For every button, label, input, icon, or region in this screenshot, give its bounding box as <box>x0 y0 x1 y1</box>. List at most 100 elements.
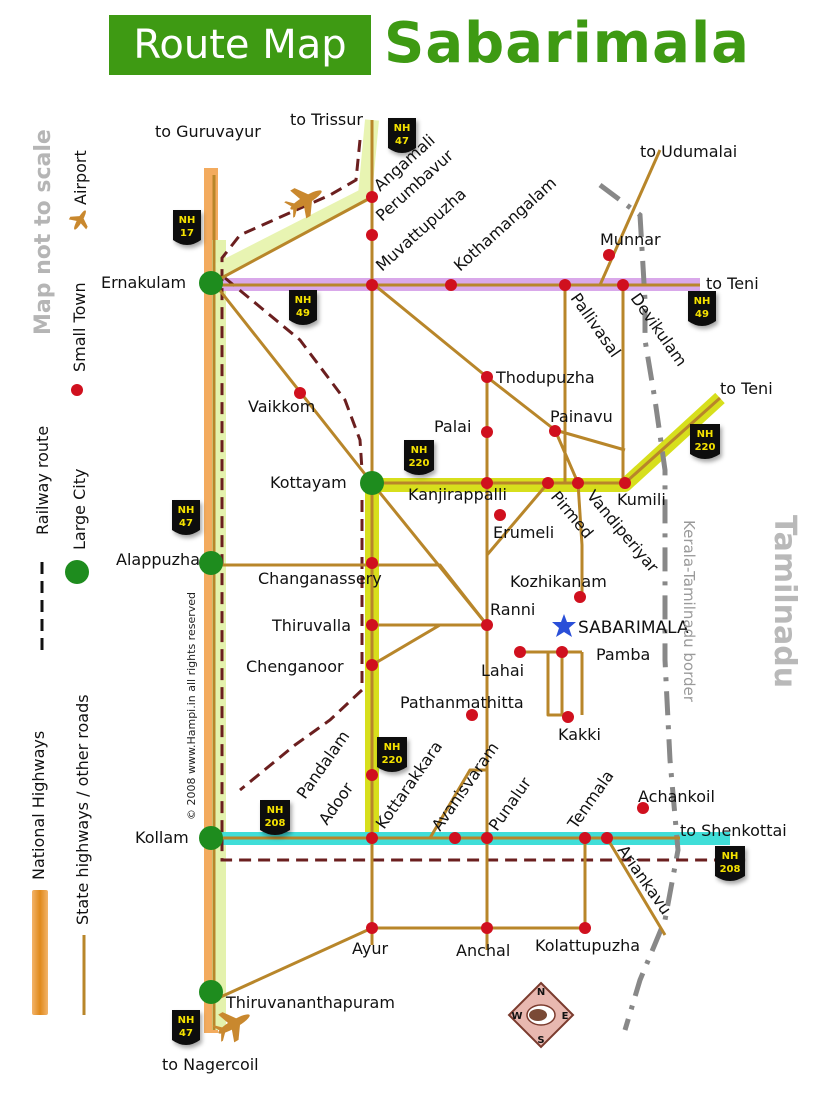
label-thiruvananthapuram: Thiruvananthapuram <box>225 993 395 1012</box>
svg-text:NH: NH <box>384 742 401 753</box>
label-munnar: Munnar <box>600 230 661 249</box>
legend-small-town-dot <box>71 384 83 396</box>
svg-text:E: E <box>562 1011 569 1022</box>
label-kottayam: Kottayam <box>270 473 347 492</box>
label-devikulam: Devikulam <box>627 289 691 369</box>
svg-text:208: 208 <box>265 818 286 829</box>
svg-text:NH: NH <box>178 1015 195 1026</box>
copyright-text: © 2008 www.Hampi.in all rights reserved <box>185 592 198 820</box>
legend-airport-icon <box>68 210 88 230</box>
svg-text:17: 17 <box>180 228 194 239</box>
railway-route <box>220 139 750 862</box>
label-ayur: Ayur <box>352 939 388 958</box>
label-tenmala: Tenmala <box>563 767 617 833</box>
nh220-mid-shield: NH 220 <box>404 440 434 475</box>
state-label-tamilnadu: Tamilnadu <box>767 515 802 688</box>
label-punalur: Punalur <box>485 773 536 834</box>
svg-text:NH: NH <box>178 505 195 516</box>
legend-railway-label: Railway route <box>33 426 52 535</box>
label-ranni: Ranni <box>490 600 535 619</box>
svg-text:49: 49 <box>296 308 310 319</box>
label-painavu: Painavu <box>550 407 613 426</box>
nh220-low-shield: NH 220 <box>377 737 407 772</box>
label-pathanmathitta: Pathanmathitta <box>400 693 524 712</box>
svg-text:NH: NH <box>295 295 312 306</box>
airport-trivandrum-icon[interactable] <box>209 1001 258 1048</box>
label-ariankavu: Ariankavu <box>614 841 676 918</box>
legend-large-city-label: Large City <box>70 469 89 550</box>
svg-text:208: 208 <box>720 864 741 875</box>
label-adoor: Adoor <box>315 779 358 829</box>
label-anchal: Anchal <box>456 941 510 960</box>
label-to-nagercoil: to Nagercoil <box>162 1055 259 1074</box>
label-kollam: Kollam <box>135 828 189 847</box>
nh47-top-shield: NH 47 <box>388 118 416 153</box>
sabarimala-star-icon[interactable] <box>552 614 576 637</box>
svg-text:NH: NH <box>267 805 284 816</box>
label-vaikkom: Vaikkom <box>248 397 315 416</box>
label-kolattupuzha: Kolattupuzha <box>535 936 640 955</box>
nh49-left-shield: NH 49 <box>289 290 317 325</box>
svg-text:220: 220 <box>409 458 430 469</box>
label-lahai: Lahai <box>481 661 524 680</box>
airport-cochin-icon[interactable] <box>281 177 330 224</box>
svg-text:NH: NH <box>697 429 714 440</box>
label-to-teni-1: to Teni <box>706 274 759 293</box>
label-to-teni-2: to Teni <box>720 379 773 398</box>
legend-national-highways-label: National Highways <box>29 731 48 880</box>
label-to-udumalai: to Udumalai <box>640 142 737 161</box>
svg-text:47: 47 <box>179 1028 193 1039</box>
label-pallivasal: Pallivasal <box>567 289 625 360</box>
title-route-map: Route Map <box>109 15 371 75</box>
compass-rose-icon: N E S W <box>507 981 575 1049</box>
svg-text:N: N <box>537 987 545 998</box>
title-sabarimala: Sabarimala <box>384 11 750 76</box>
label-to-shenkottai: to Shenkottai <box>680 821 787 840</box>
label-chenganoor: Chenganoor <box>246 657 344 676</box>
label-ernakulam: Ernakulam <box>101 273 186 292</box>
nh208-right-shield: NH 208 <box>715 846 745 881</box>
nh47-bottom-shield: NH 47 <box>172 1010 200 1045</box>
svg-text:S: S <box>537 1035 544 1046</box>
label-kothamangalam: Kothamangalam <box>450 173 560 275</box>
label-erumeli: Erumeli <box>493 523 554 542</box>
nh17-shield: NH 17 <box>173 210 201 245</box>
svg-text:NH: NH <box>394 123 411 134</box>
legend-state-highways-label: State highways / other roads <box>73 694 92 925</box>
label-kozhikanam: Kozhikanam <box>510 572 607 591</box>
svg-text:W: W <box>511 1011 522 1022</box>
nh49-right-shield: NH 49 <box>688 291 716 326</box>
label-achankoil: Achankoil <box>638 787 715 806</box>
label-pamba: Pamba <box>596 645 650 664</box>
label-palai: Palai <box>434 417 471 436</box>
label-kanjirappalli: Kanjirappalli <box>408 485 507 504</box>
legend-large-city-dot <box>65 560 89 584</box>
legend-national-highway-swatch <box>32 890 48 1015</box>
svg-text:NH: NH <box>722 851 739 862</box>
label-to-guruvayur: to Guruvayur <box>155 122 261 141</box>
road-network <box>212 120 722 1030</box>
nh208-left-shield: NH 208 <box>260 800 290 835</box>
nh47-mid-shield: NH 47 <box>172 500 200 535</box>
label-kakki: Kakki <box>558 725 601 744</box>
legend-airport-label: Airport <box>71 150 90 205</box>
legend: Airport Small Town Railway route Large C… <box>29 150 92 1015</box>
label-sabarimala: SABARIMALA <box>578 618 689 638</box>
state-border-line <box>598 183 681 1031</box>
svg-text:NH: NH <box>411 445 428 456</box>
svg-text:47: 47 <box>395 136 409 147</box>
svg-text:220: 220 <box>382 755 403 766</box>
small-town-markers <box>294 191 649 934</box>
svg-text:49: 49 <box>695 309 709 320</box>
border-label: Kerala-Tamilnadu border <box>680 520 698 703</box>
svg-text:NH: NH <box>179 215 196 226</box>
svg-text:NH: NH <box>694 296 711 307</box>
label-alappuzha: Alappuzha <box>116 550 200 569</box>
label-changanassery: Changanassery <box>258 569 382 588</box>
label-thodupuzha: Thodupuzha <box>495 368 595 387</box>
legend-small-town-label: Small Town <box>70 282 89 372</box>
svg-text:47: 47 <box>179 518 193 529</box>
label-thiruvalla: Thiruvalla <box>271 616 351 635</box>
scale-note: Map not to scale <box>31 129 56 335</box>
